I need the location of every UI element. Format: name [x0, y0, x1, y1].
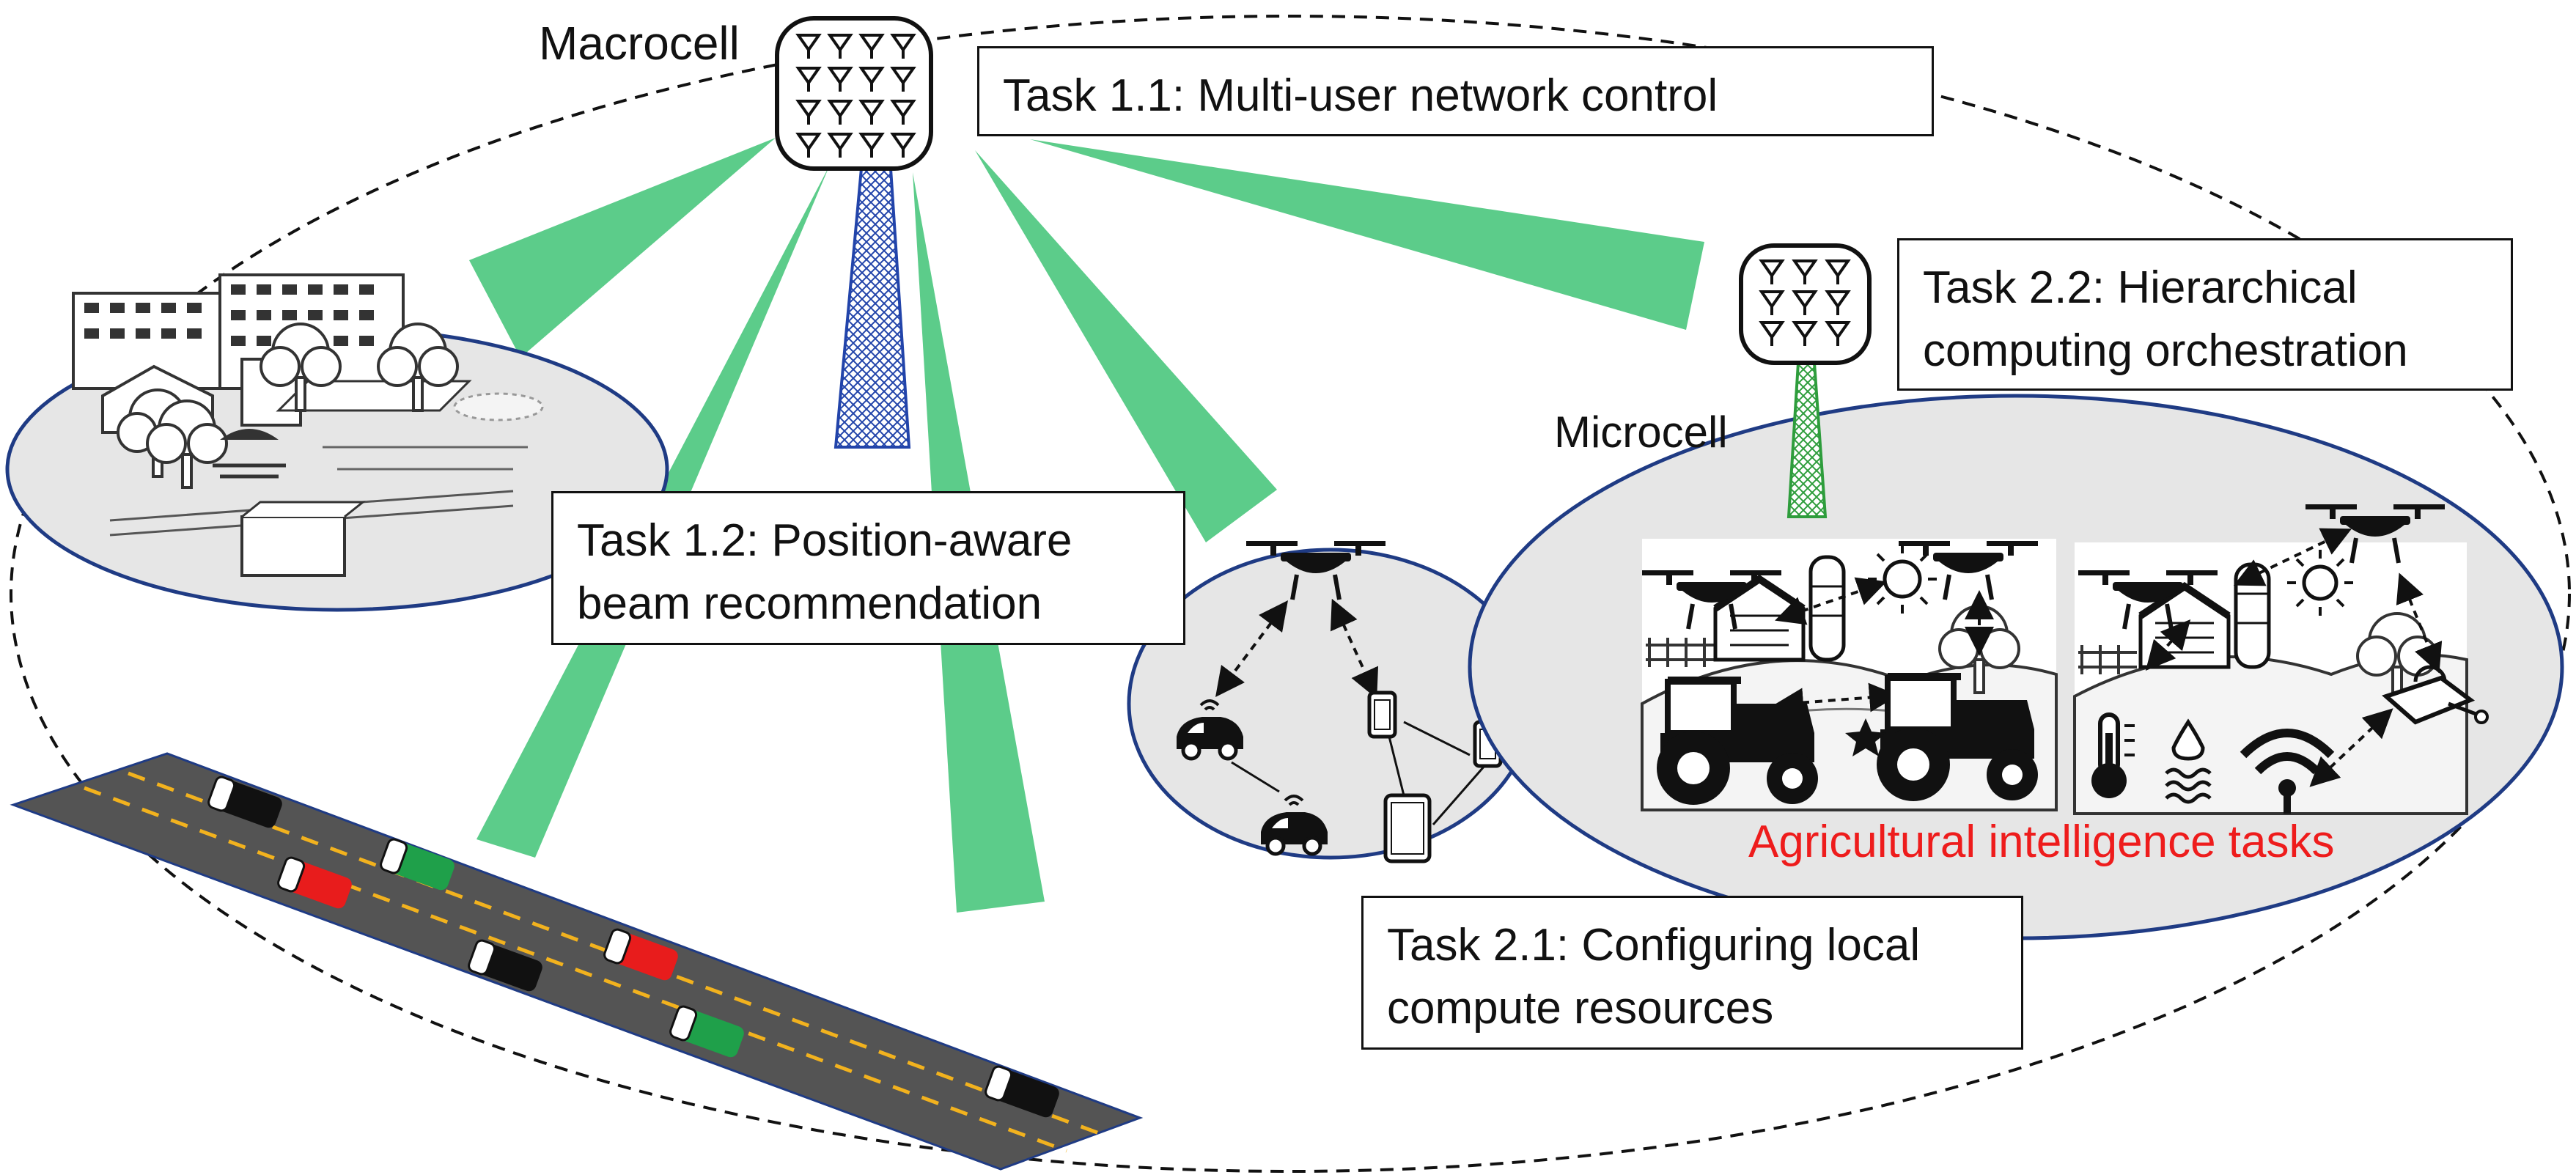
task-2-1-line-1: Task 2.1: Configuring local	[1387, 920, 1921, 970]
lane-marking	[84, 786, 1067, 1153]
wifi-icon	[2240, 729, 2335, 814]
water-level-icon	[2165, 718, 2212, 804]
beam-to-town	[469, 138, 776, 358]
tower-icon	[833, 167, 911, 449]
car-icon	[669, 1005, 744, 1058]
task-1-2-line-1: Task 1.2: Position-aware	[577, 515, 1072, 566]
star-icon	[1845, 718, 1886, 756]
microcell	[1468, 243, 2564, 940]
antenna-array-icon	[775, 16, 933, 171]
road-surface	[10, 752, 1144, 1171]
task-1-1-box: Task 1.1: Multi-user network control	[977, 46, 1934, 136]
task-1-2-line-2: beam recommendation	[577, 578, 1042, 629]
sensor-icon	[2382, 665, 2489, 725]
town-cell	[5, 273, 669, 612]
task-1-1-text: Task 1.1: Multi-user network control	[1003, 70, 1718, 121]
car-icon	[277, 856, 352, 909]
macrocell-tower	[775, 16, 933, 449]
car-icon	[468, 939, 542, 992]
beam-to-microcell	[1030, 139, 1704, 330]
task-2-1-line-2: compute resources	[1387, 982, 1774, 1034]
building-icon	[72, 273, 544, 577]
task-2-2-line-1: Task 2.2: Hierarchical	[1923, 262, 2358, 313]
task-2-2-line-2: computing orchestration	[1923, 325, 2408, 376]
beam-to-iot-cell	[975, 150, 1277, 542]
iot-cell	[1127, 541, 1534, 863]
car-icon	[380, 838, 455, 891]
umbrella-icon	[220, 429, 279, 440]
tower-icon	[1786, 361, 1828, 518]
task-2-2-box: Task 2.2: Hierarchical computing orchest…	[1897, 238, 2513, 391]
agricultural-tasks-label: Agricultural intelligence tasks	[1748, 817, 2335, 867]
lane-marking	[128, 771, 1108, 1138]
macrocell-coverage-boundary	[10, 15, 2571, 1173]
road	[10, 752, 1144, 1171]
tablet-icon	[1383, 793, 1432, 863]
car-icon	[603, 928, 678, 981]
macrocell-label: Macrocell	[539, 17, 740, 70]
task-1-2-box: Task 1.2: Position-aware beam recommenda…	[551, 491, 1185, 645]
agri-panel-left	[1642, 539, 2058, 811]
phone-icon	[1367, 690, 1397, 739]
thermometer-icon	[2091, 712, 2135, 798]
car-icon	[985, 1065, 1059, 1118]
cars	[207, 776, 1059, 1118]
microcell-label: Microcell	[1554, 408, 1728, 457]
task-2-1-box: Task 2.1: Configuring local compute reso…	[1361, 896, 2023, 1050]
agri-panel-right	[2073, 504, 2489, 815]
car-icon	[207, 776, 282, 828]
iot-cell-ellipse	[1127, 548, 1534, 860]
